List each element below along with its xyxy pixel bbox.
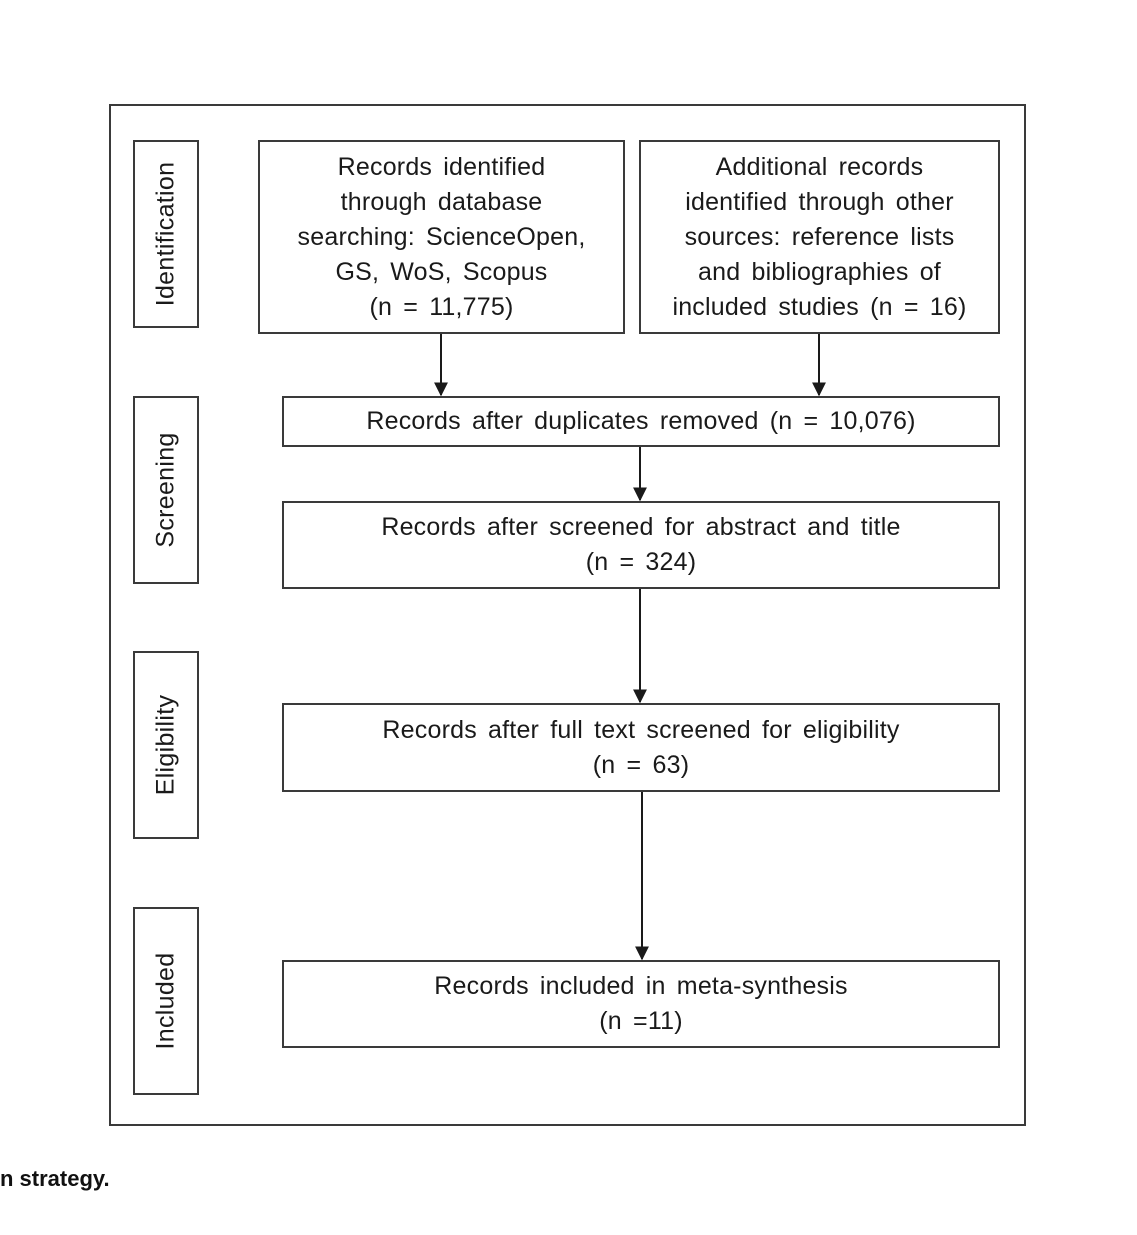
box-text-line: Records after full text screened for eli… (382, 715, 900, 744)
phase-identification: Identification (133, 140, 199, 328)
box-text-line: GS, WoS, Scopus (335, 257, 548, 286)
box-duplicates-removed: Records after duplicates removed (n = 10… (282, 396, 1000, 447)
box-text-line: Records after screened for abstract and … (381, 513, 901, 541)
box-text-line: sources: reference lists (684, 222, 955, 251)
box-full-text-screened: Records after full text screened for eli… (282, 703, 1000, 792)
box-text-line: searching: ScienceOpen, (297, 222, 586, 251)
figure-caption: n strategy. (0, 1166, 110, 1191)
phase-screening: Screening (133, 396, 199, 584)
box-included-meta-synthesis: Records included in meta-synthesis (n =1… (282, 960, 1000, 1048)
box-text-line: (n = 11,775) (369, 292, 514, 321)
flow-diagram-frame (109, 104, 1026, 1126)
box-text-line: Records identified (337, 152, 546, 181)
box-text-line: (n = 63) (592, 750, 690, 779)
phase-included: Included (133, 907, 199, 1095)
box-text-line: (n = 324) (585, 548, 697, 576)
box-text-line: Records included in meta-synthesis (434, 972, 848, 1000)
box-text-line: (n =11) (599, 1007, 683, 1035)
box-text-line: through database (340, 187, 543, 216)
box-text-line: and bibliographies of (698, 257, 941, 286)
box-abstract-title-screened: Records after screened for abstract and … (282, 501, 1000, 589)
box-text-line: included studies (n = 16) (672, 292, 967, 321)
box-other-sources: Additional records identified through ot… (639, 140, 1000, 334)
box-text-line: Records after duplicates removed (n = 10… (366, 407, 916, 435)
box-database-search: Records identified through database sear… (258, 140, 625, 334)
box-text-line: identified through other (685, 187, 954, 216)
phase-eligibility: Eligibility (133, 651, 199, 839)
box-text-line: Additional records (715, 152, 924, 181)
